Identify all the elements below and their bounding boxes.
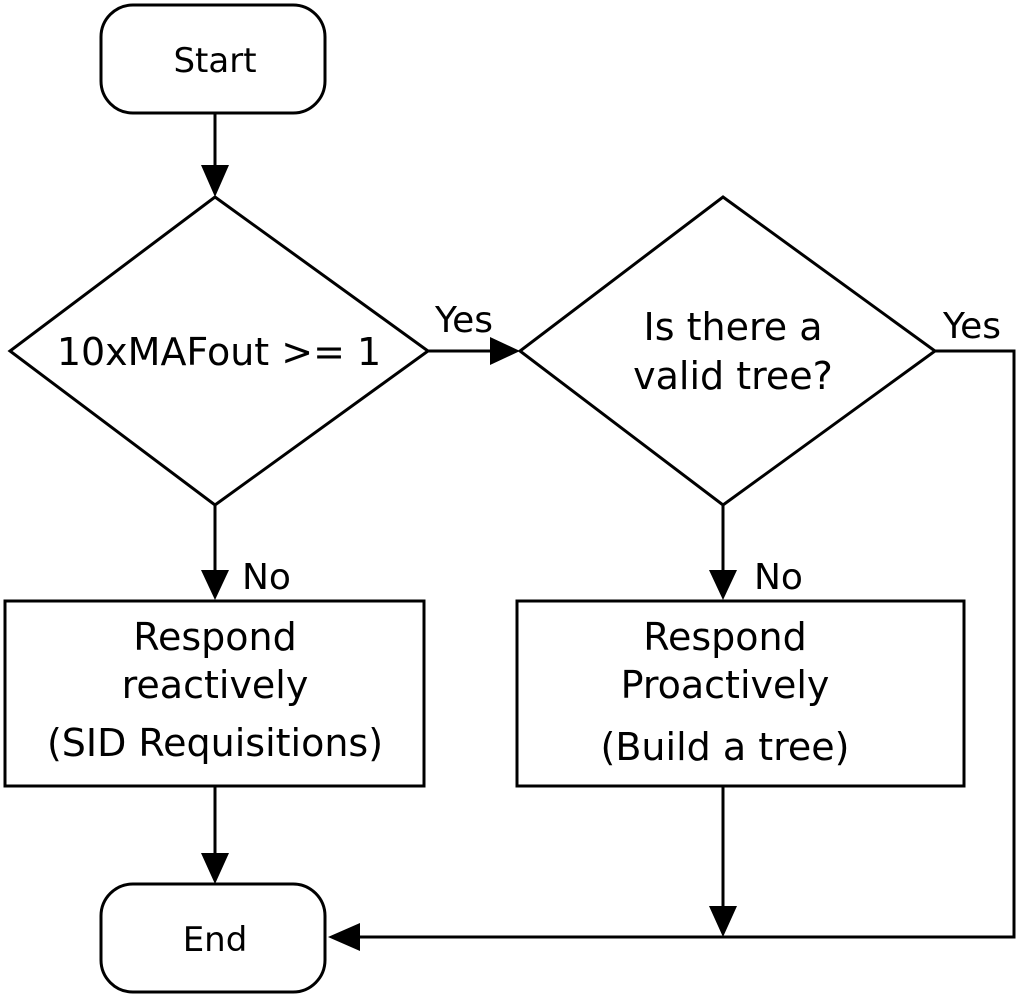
connector-reactive-to-end [201,786,229,884]
respond-proactive-line2: Proactively [621,663,830,707]
connector-tree-yes: Yes [328,306,1016,951]
connector-start-to-decision [201,113,229,197]
start-node: Start [99,3,327,115]
mafout-yes-label: Yes [434,300,493,341]
respond-reactive-line1: Respond [133,615,296,659]
start-label: Start [173,41,256,81]
tree-yes-label: Yes [942,306,1001,347]
decision-mafout-label: 10xMAFout >= 1 [57,330,381,374]
connector-tree-no: No [709,505,803,600]
respond-proactive-line1: Respond [643,615,806,659]
end-label: End [183,920,248,960]
tree-no-label: No [754,557,803,598]
connector-proactive-to-merge [709,786,737,937]
decision-tree-node: Is there a valid tree? [517,195,938,507]
respond-reactive-line2: reactively [122,663,309,707]
end-node: End [99,882,327,994]
respond-reactive-node: Respond reactively (SID Requisitions) [3,599,426,788]
connector-mafout-yes: Yes [428,300,520,365]
decision-tree-line2: valid tree? [633,354,833,398]
respond-proactive-node: Respond Proactively (Build a tree) [515,599,966,788]
respond-reactive-line3: (SID Requisitions) [47,721,383,765]
respond-proactive-line3: (Build a tree) [601,725,850,769]
connector-mafout-no: No [201,505,291,600]
decision-mafout-node: 10xMAFout >= 1 [7,195,431,507]
decision-tree-line1: Is there a [644,305,823,349]
mafout-no-label: No [242,557,291,598]
